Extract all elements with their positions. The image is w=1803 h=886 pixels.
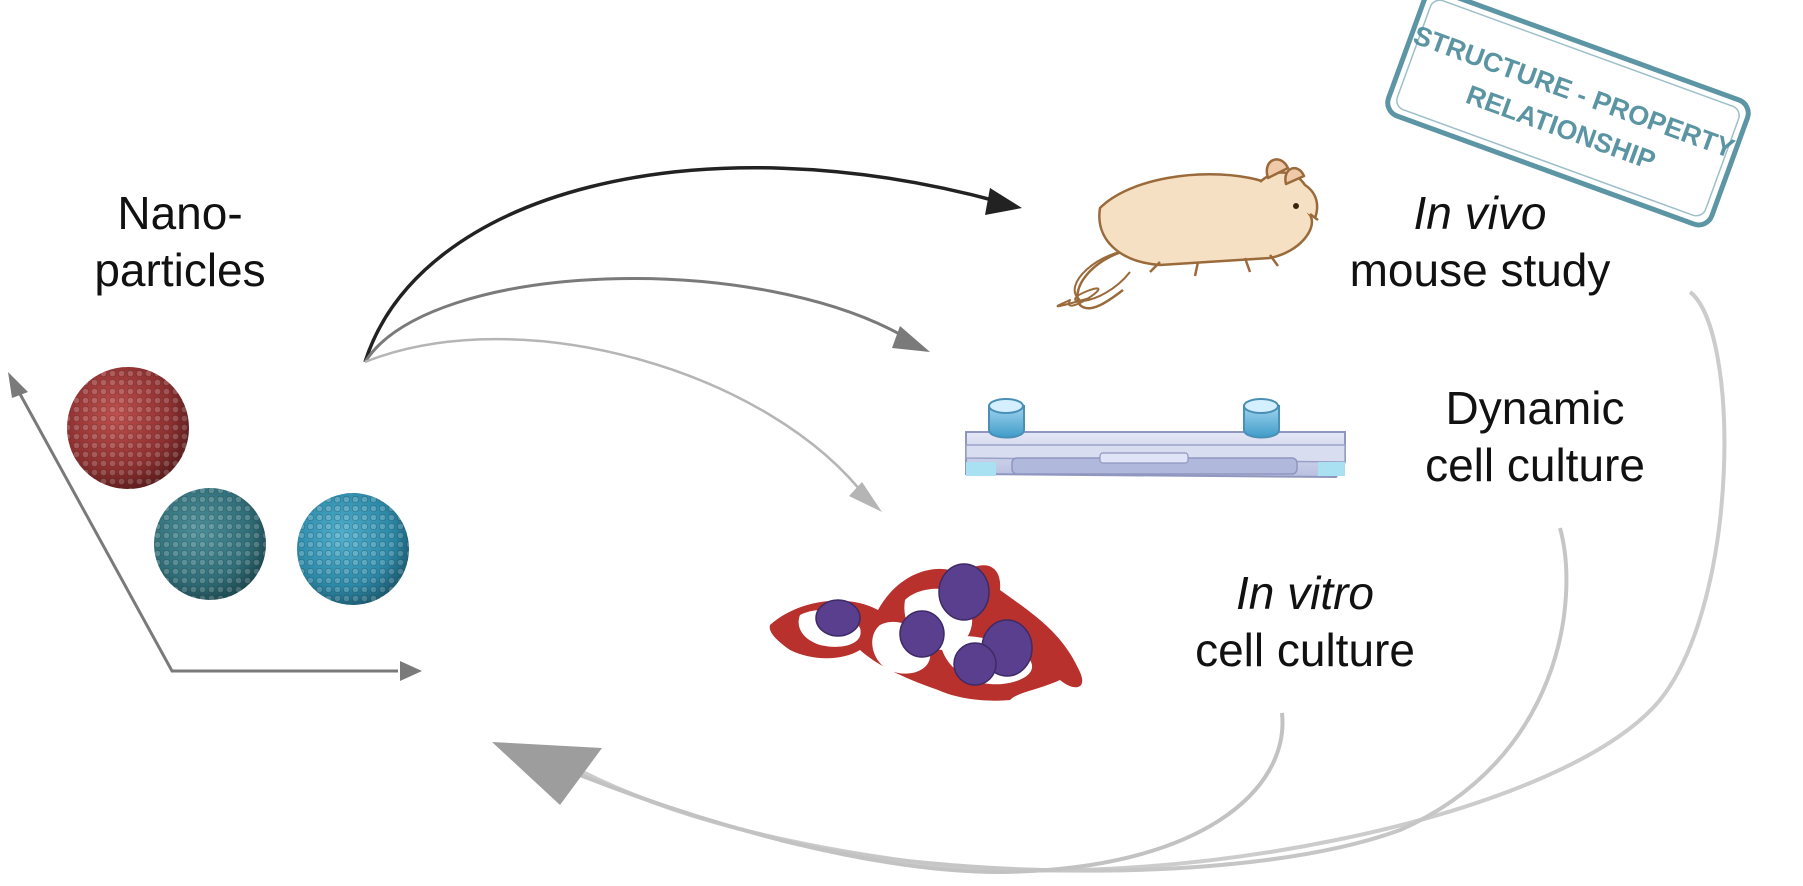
in-vivo-label-line2: mouse study <box>1349 244 1611 296</box>
arrow-head-right <box>400 661 422 681</box>
arrow-to-in-vitro <box>364 337 882 512</box>
nanoparticles-label-line1: Nano- <box>117 187 243 239</box>
arrow-head-up <box>8 372 28 398</box>
feedback-arrows <box>492 290 1727 875</box>
axis-arrow <box>8 372 422 681</box>
chip-well-right <box>1243 398 1280 439</box>
in-vivo-label-line1: In vivo <box>1413 187 1547 239</box>
arrow-to-in-vivo <box>363 166 1022 363</box>
in-vitro-label-line1: In vitro <box>1235 567 1375 619</box>
dynamic-chip-illustration <box>965 398 1346 479</box>
nanoparticle-blue <box>297 493 409 605</box>
feedback-arrow-head <box>492 742 602 805</box>
chip-well-left <box>988 398 1025 439</box>
mouse-illustration <box>1056 158 1319 310</box>
arrow-to-dynamic <box>363 277 930 363</box>
nanoparticles-label: Nano- particles <box>60 185 300 299</box>
in-vivo-label: In vivo mouse study <box>1310 185 1650 299</box>
dynamic-culture-label: Dynamic cell culture <box>1395 380 1675 494</box>
in-vitro-label: In vitro cell culture <box>1155 565 1455 679</box>
nanoparticle-teal <box>154 488 266 600</box>
in-vitro-label-line2: cell culture <box>1195 624 1415 676</box>
cell-culture-illustration <box>769 563 1083 701</box>
nanoparticles-label-line2: particles <box>94 244 266 296</box>
cell-nucleus <box>815 563 1033 686</box>
nanoparticle-red <box>67 367 189 489</box>
dynamic-label-line2: cell culture <box>1425 439 1645 491</box>
dynamic-label-line1: Dynamic <box>1445 382 1625 434</box>
